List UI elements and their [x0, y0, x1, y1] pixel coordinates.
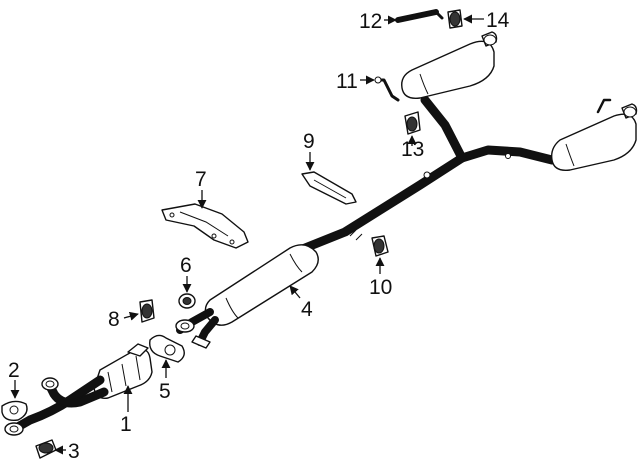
callout-label-3: 3 — [68, 440, 80, 463]
callout-1: 1 — [120, 385, 133, 436]
left-rear-muffler — [401, 31, 498, 99]
callout-label-5: 5 — [159, 380, 171, 403]
callout-11: 11 — [336, 70, 375, 93]
heat-shield-bracket — [161, 203, 249, 249]
callout-10: 10 — [369, 257, 392, 299]
callout-label-7: 7 — [195, 168, 207, 191]
callout-14: 14 — [463, 9, 510, 32]
callout-label-2: 2 — [8, 359, 20, 382]
callout-label-9: 9 — [303, 130, 315, 153]
insulator-14 — [447, 9, 463, 29]
callout-9: 9 — [303, 130, 315, 171]
callout-label-1: 1 — [120, 413, 132, 436]
callout-13: 13 — [401, 135, 424, 161]
callout-label-8: 8 — [108, 308, 120, 331]
hanger-insulator-8 — [139, 299, 155, 323]
callout-3: 3 — [54, 440, 80, 463]
callout-7: 7 — [195, 168, 207, 209]
callout-label-4: 4 — [301, 298, 313, 321]
callout-label-12: 12 — [359, 10, 382, 33]
callout-8: 8 — [108, 308, 139, 331]
catalytic-converter-pipe — [4, 343, 153, 436]
right-rear-muffler — [550, 98, 638, 171]
callout-label-13: 13 — [401, 138, 424, 161]
flange-gasket — [149, 334, 185, 363]
callout-6: 6 — [180, 254, 192, 293]
center-muffler — [175, 244, 319, 349]
callout-label-10: 10 — [369, 276, 392, 299]
grommet-6 — [178, 293, 196, 309]
callout-label-11: 11 — [336, 70, 358, 93]
gasket-left — [1, 400, 28, 422]
callout-2: 2 — [8, 359, 20, 399]
callout-label-14: 14 — [486, 9, 510, 32]
insulator-10 — [371, 235, 389, 257]
insulator-13 — [404, 111, 421, 135]
callout-5: 5 — [159, 359, 171, 403]
main-exhaust-pipe — [295, 95, 557, 255]
bracket-9 — [301, 171, 357, 205]
hanger-11 — [374, 76, 400, 102]
insulator-3 — [35, 439, 57, 459]
callout-label-6: 6 — [180, 254, 192, 277]
hanger-rod-12 — [395, 9, 444, 23]
callout-12: 12 — [359, 10, 397, 33]
callout-4: 4 — [289, 285, 313, 321]
